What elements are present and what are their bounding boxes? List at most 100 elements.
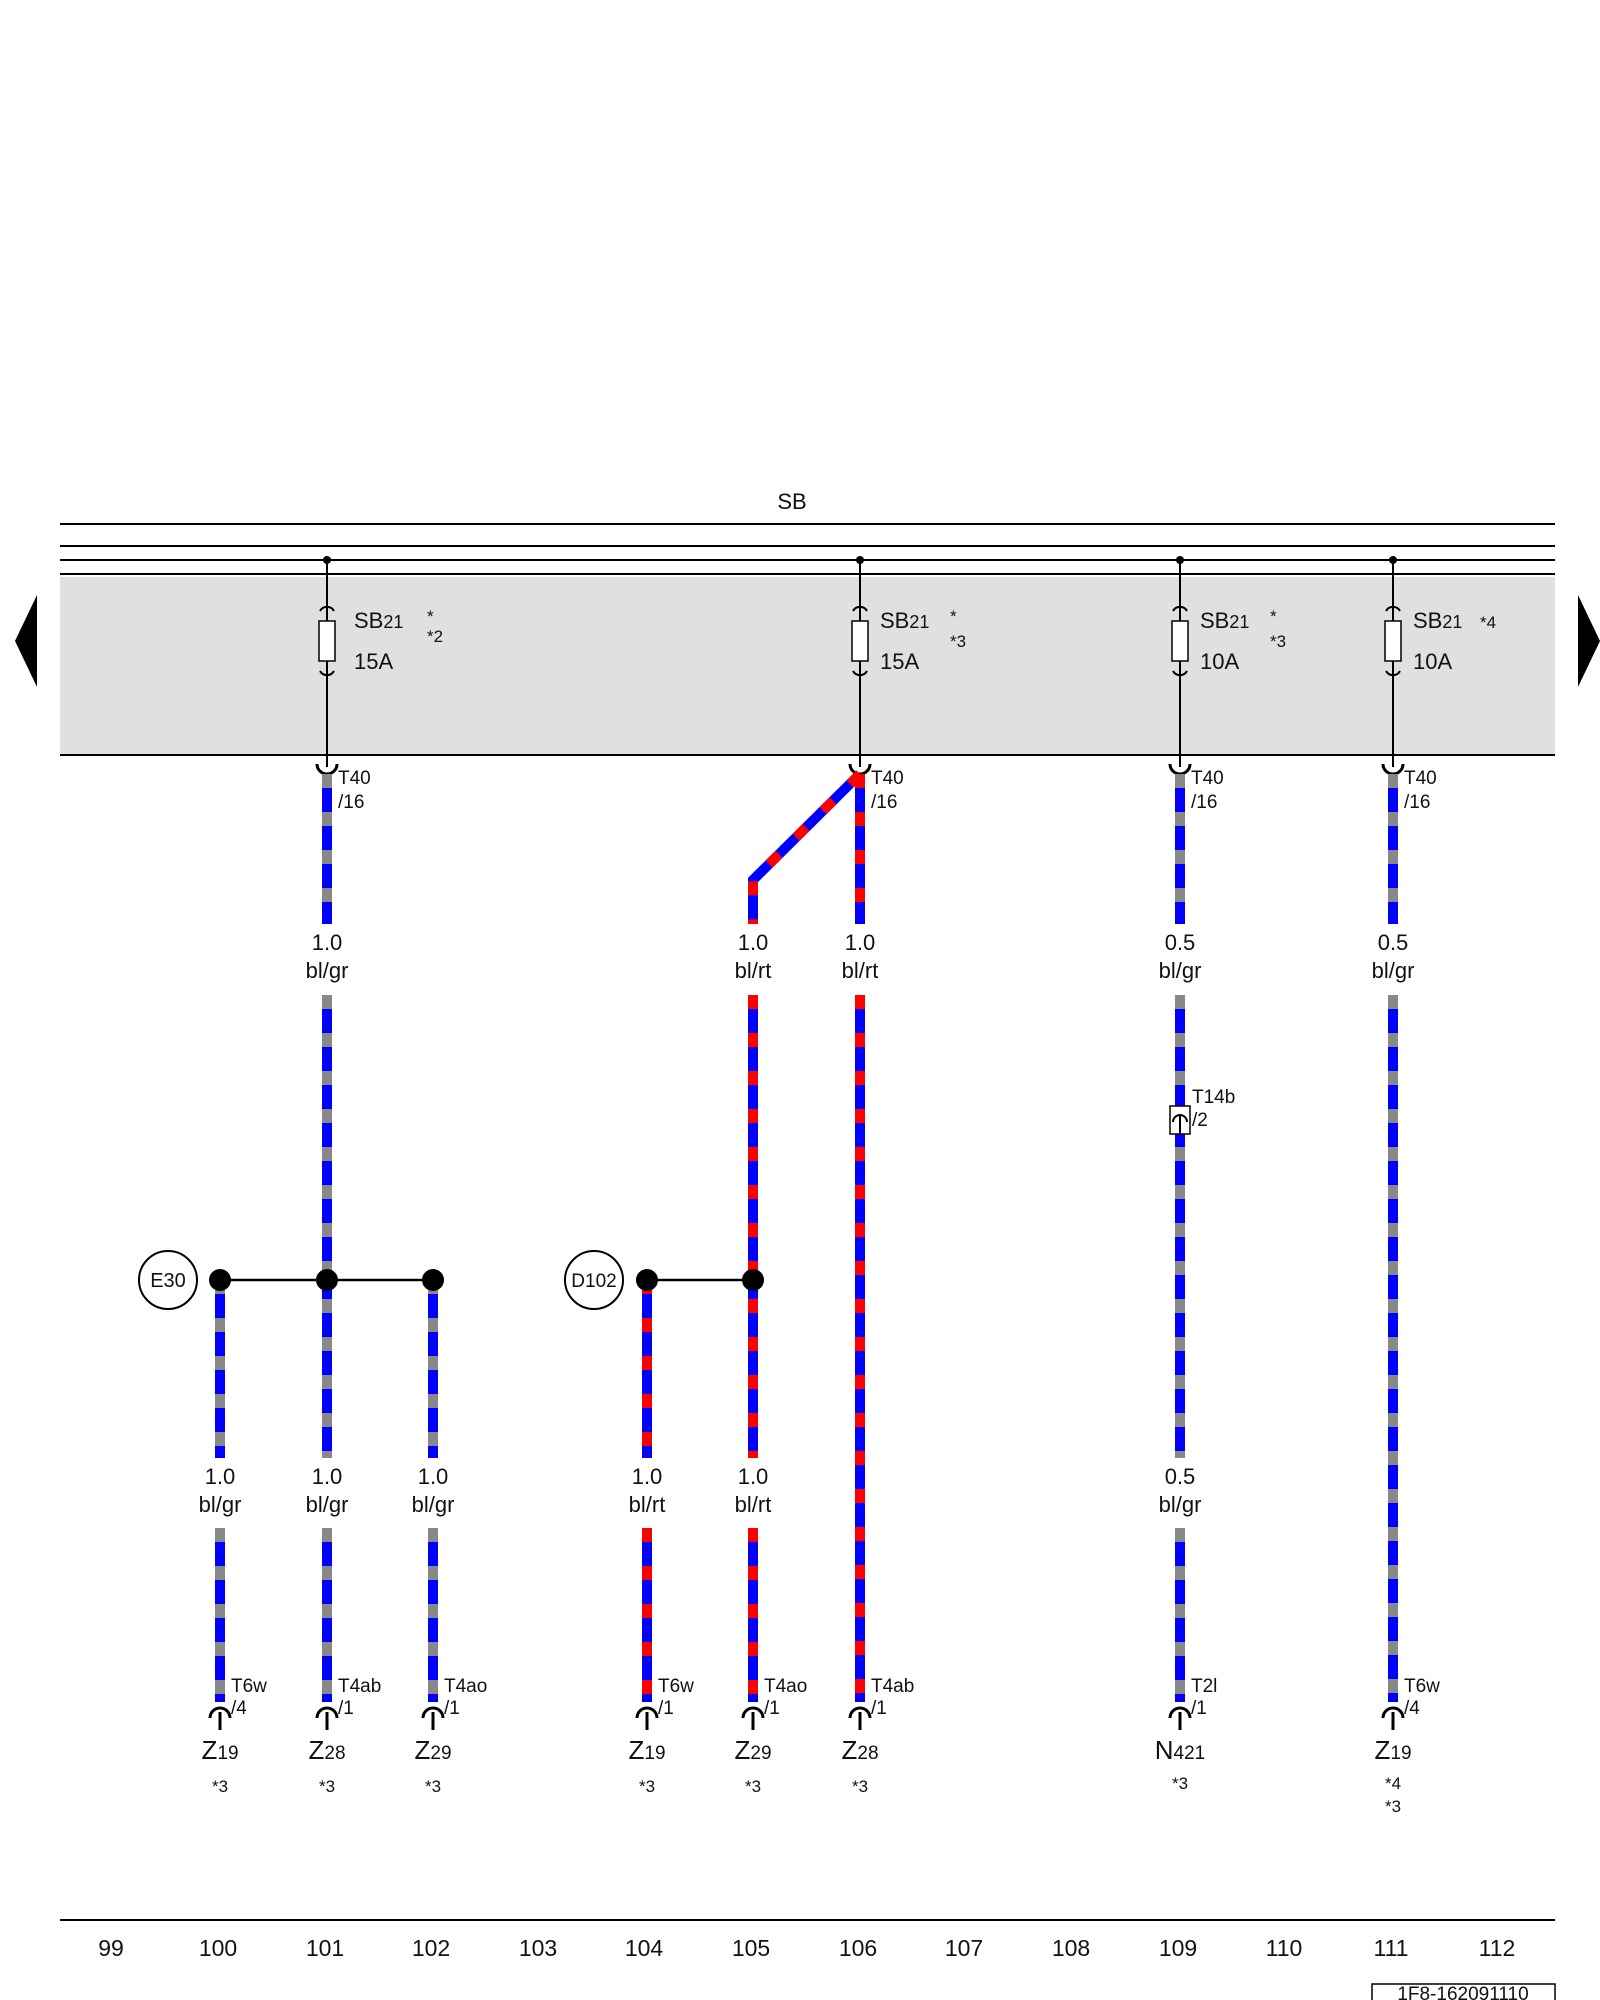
wire-bl-rt-diagonal-base [748,770,864,924]
wire-gauge: 0.5 [1165,1464,1196,1489]
bus-tap-dot [1389,556,1397,564]
connector-pin: /1 [338,1698,354,1719]
fuse-note: * [1270,607,1277,626]
fuse-name: SB21 [1200,608,1249,633]
wire-color: bl/rt [629,1492,666,1517]
wire-gauge: 0.5 [1378,930,1409,955]
component-note: *3 [1385,1797,1401,1816]
wire-labels: 1.0 bl/gr 1.0 bl/rt 1.0 bl/rt 0.5 bl/gr … [199,930,1415,1517]
component-label: Z19 [1374,1735,1411,1765]
component-note: *4 [1385,1774,1401,1793]
wire-color: bl/rt [842,958,879,983]
fuse-rating: 15A [354,649,393,674]
fuse-note: * [427,607,434,626]
wire-color: bl/gr [306,958,349,983]
wire-gauge: 0.5 [1165,930,1196,955]
terminal-col111: T6w /4 Z19 *4 *3 [1374,1676,1440,1816]
component-note: *3 [745,1777,761,1796]
document-id-box [1371,1983,1556,2000]
terminal-col102: T4ao /1 Z29 *3 [414,1676,487,1796]
fuse-contact-top [852,605,868,612]
fuse-note: *4 [1480,613,1496,632]
fuse-sb21-10a-right: SB21 *4 10A [1384,556,1496,767]
component-note: *3 [639,1777,655,1796]
wire-gauge: 1.0 [845,930,876,955]
inline-connector-t14b: T14b /2 [1169,1087,1235,1135]
connector-pin: /16 [1191,792,1217,813]
wire-color: bl/gr [412,1492,455,1517]
connector-name: T2l [1191,1676,1217,1697]
fuse-icon [1171,620,1189,662]
column-number: 102 [412,1935,450,1961]
wire-gauge: 1.0 [418,1464,449,1489]
component-label: Z28 [841,1735,878,1765]
wire-color: bl/gr [1159,1492,1202,1517]
connector-socket-icon [315,1706,339,1719]
column-numbers: 99 100 101 102 103 104 105 106 107 108 1… [98,1935,1515,1961]
component-label: Z29 [734,1735,771,1765]
fuse-name: SB21 [354,608,403,633]
wire-color: bl/rt [735,958,772,983]
component-label: N421 [1155,1735,1205,1765]
wire-gauge: 1.0 [312,1464,343,1489]
fuse-name: SB21 [880,608,929,633]
connector-name: T4ao [444,1676,487,1697]
fuse-contact-top [1172,605,1188,612]
fuse-rating: 10A [1413,649,1452,674]
fuse-contact-top [1385,605,1401,612]
splice-label: E30 [150,1270,186,1292]
connector-socket-icon [848,1706,872,1719]
component-note: *3 [212,1777,228,1796]
terminal-col104: T6w /1 Z19 *3 [628,1676,694,1796]
fuse-panel-background [60,577,1555,755]
component-note: *3 [319,1777,335,1796]
column-number: 99 [98,1935,124,1961]
fuse-panel [60,523,1555,756]
connector-pin: /1 [658,1698,674,1719]
connector-name: T40 [1191,768,1224,789]
fuse-note: *3 [1270,632,1286,651]
splice-label-circle [138,1250,198,1310]
fuse-icon [318,620,336,662]
fuse-contact-bottom [319,670,335,677]
wire-gauge: 1.0 [738,930,769,955]
column-number: 106 [839,1935,877,1961]
column-number: 107 [945,1935,983,1961]
previous-page-arrow-icon[interactable] [15,595,37,687]
component-label: Z28 [308,1735,345,1765]
fuse-icon [1384,620,1402,662]
column-number: 105 [732,1935,770,1961]
wire-gauge: 1.0 [312,930,343,955]
column-number: 110 [1266,1935,1303,1961]
connector-pin: /1 [444,1698,460,1719]
connector-pin: /2 [1192,1110,1208,1131]
splice-node [742,1269,764,1291]
splice-node [636,1269,658,1291]
splice-node [209,1269,231,1291]
splice-d102: D102 [564,1250,764,1310]
terminal-col105: T4ao /1 Z29 *3 [734,1676,807,1796]
fuse-contact-bottom [852,670,868,677]
fuse-sb21-10a-left: SB21 * *3 10A [1171,556,1286,767]
connector-socket-icon [635,1706,659,1719]
fuse-contact-bottom [1172,670,1188,677]
fuse-rating: 15A [880,649,919,674]
connector-name: T40 [1404,768,1437,789]
connector-socket-icon [421,1706,445,1719]
column-number: 111 [1374,1935,1409,1961]
column-number: 104 [625,1935,664,1961]
fuse-icon [851,620,869,662]
connector-pin: /1 [764,1698,780,1719]
next-page-arrow-icon[interactable] [1578,595,1600,687]
wire-color: bl/gr [306,1492,349,1517]
column-number: 108 [1052,1935,1090,1961]
bus-tap-dot [856,556,864,564]
wire-gauge: 1.0 [632,1464,663,1489]
terminal-col101: T4ab /1 Z28 *3 [308,1676,381,1796]
bus-tap-dot [1176,556,1184,564]
wire-gauge: 1.0 [205,1464,236,1489]
splice-label-circle [564,1250,624,1310]
column-number: 100 [199,1935,237,1961]
splice-label: D102 [571,1271,616,1292]
